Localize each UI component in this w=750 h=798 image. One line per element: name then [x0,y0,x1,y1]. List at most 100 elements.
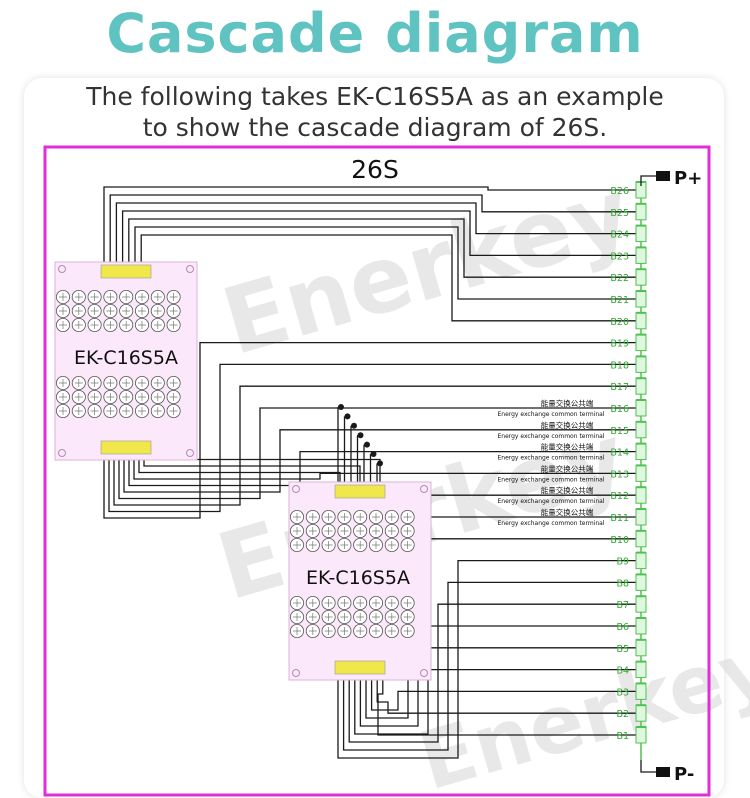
battery-label: B6 [616,622,629,633]
wire [365,668,636,719]
capacitor-mark [340,613,349,621]
battery-cell [635,443,647,461]
battery-cell [635,682,647,700]
capacitor-mark [403,541,412,549]
common-terminal-en: Energy exchange common terminal [497,476,604,483]
capacitor-mark [106,293,115,301]
capacitor-mark [387,627,396,635]
capacitor-mark [293,541,301,549]
battery-label: B16 [610,404,629,415]
capacitor-mark [122,379,131,387]
wire [109,194,636,266]
capacitor-mark [169,321,178,329]
capacitor-mark [90,393,99,401]
battery-label: B7 [616,600,629,611]
capacitor-mark [122,307,131,315]
wire [118,407,636,500]
mounting-hole [420,485,428,493]
capacitor-mark [372,599,380,607]
junction-dot [338,404,344,410]
capacitor-mark [308,599,317,607]
capacitor-mark [106,321,115,329]
capacitor-mark [59,321,67,329]
capacitor-mark [169,307,178,315]
capacitor-mark [308,613,317,621]
board-1: EK-C16S5A [54,261,198,461]
capacitor-mark [293,613,301,621]
capacitor-mark [293,627,301,635]
battery-cell [635,530,647,548]
wire [115,202,636,266]
wire [348,603,636,743]
capacitor-mark [293,599,301,607]
board-2-bottom-connector [334,660,386,675]
capacitor-mark [403,599,412,607]
board-1-bottom-connector [100,440,152,455]
common-terminal-labels: 能量交换公共端 Energy exchange common terminal 能量… [497,398,604,527]
capacitor-mark [372,541,380,549]
capacitor-mark [106,393,115,401]
battery-label: B24 [610,230,629,241]
capacitor-mark [340,599,349,607]
wire [108,363,636,513]
battery-cell [635,639,647,657]
terminal-positive: P+ [640,168,702,189]
common-terminal-en: Energy exchange common terminal [497,498,604,505]
battery-cell [635,312,647,330]
common-terminal-cn: 能量交换公共端 [541,420,594,430]
capacitor-mark [324,599,333,607]
capacitor-mark [106,407,115,415]
capacitor-mark [59,307,67,315]
common-terminal-cn: 能量交换公共端 [541,442,594,452]
common-terminal-en: Energy exchange common terminal [497,455,604,462]
watermark-1: Enerkey [212,158,643,376]
wire [103,341,636,519]
capacitor-mark [90,407,99,415]
mounting-hole [186,265,194,273]
capacitor-mark [356,613,365,621]
capacitor-mark [372,627,380,635]
capacitor-mark [106,379,115,387]
battery-label: B11 [610,513,629,524]
battery-cell [635,399,647,417]
wire [342,581,636,751]
wire [113,385,636,506]
capacitor-mark [372,513,380,521]
capacitor-mark [403,527,412,535]
capacitor-mark [387,541,396,549]
battery-label: B23 [610,251,629,262]
capacitor-mark [403,513,412,521]
capacitor-mark [59,379,67,387]
capacitor-mark [138,293,146,301]
board-2-top-connector [334,484,386,499]
wire [359,647,636,727]
board-1-label: EK-C16S5A [74,347,178,369]
mounting-hole [420,669,428,677]
battery-cell [635,377,647,395]
capacitor-mark [153,307,162,315]
battery-label: B26 [610,186,629,197]
battery-cell [635,486,647,504]
terminal-negative: P- [640,760,694,785]
board-2-label: EK-C16S5A [306,567,410,589]
capacitor-mark [324,613,333,621]
wire [133,454,636,480]
capacitor-mark [308,541,317,549]
capacitor-mark [59,293,67,301]
capacitor-mark [74,379,83,387]
junction-dot [357,432,364,439]
capacitor-mark [106,307,115,315]
watermarks: Enerkey Enerkey Enerkey [207,158,750,798]
common-terminal-en: Energy exchange common terminal [497,411,604,418]
common-terminal-cn: 能量交换公共端 [541,485,594,495]
battery-cell [635,290,647,308]
capacitor-mark [403,613,412,621]
capacitor-mark [293,527,301,535]
page-title: Cascade diagram [106,2,644,65]
battery-label: B4 [616,666,629,677]
battery-cell [635,246,647,264]
wire [138,454,636,496]
capacitor-mark [74,293,83,301]
wire [376,674,636,714]
wire [121,210,636,266]
